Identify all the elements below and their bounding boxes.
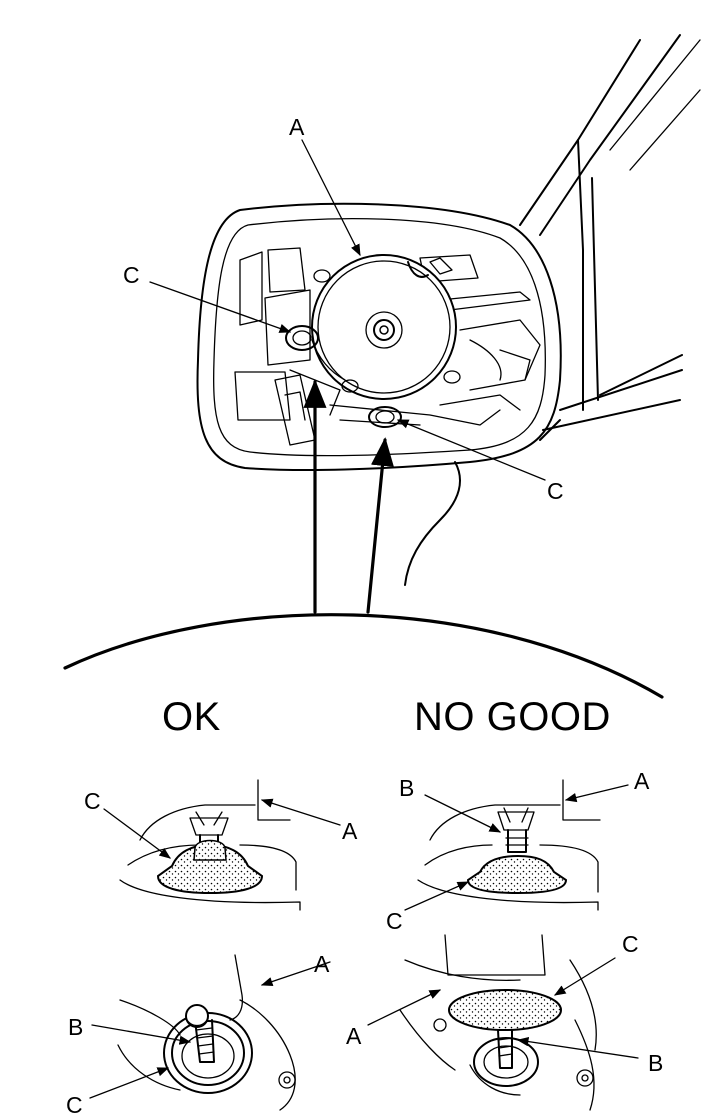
callout-ng-top-b: B bbox=[399, 775, 415, 801]
ok-bottom-detail bbox=[89, 954, 331, 1111]
callout-top-a: A bbox=[289, 114, 305, 140]
callout-ng-bottom-a: A bbox=[346, 1023, 362, 1049]
no-good-heading: NO GOOD bbox=[414, 695, 611, 739]
callout-ok-bottom-b: B bbox=[68, 1014, 84, 1040]
mirror-housing bbox=[196, 202, 562, 471]
ng-bottom-detail bbox=[367, 934, 639, 1111]
door-frame bbox=[519, 34, 701, 431]
callout-top-c-left: C bbox=[123, 262, 140, 288]
pivot-sockets bbox=[285, 325, 402, 428]
callout-ok-top-a: A bbox=[342, 818, 358, 844]
callout-ng-top-c: C bbox=[386, 908, 403, 934]
callout-ng-bottom-c: C bbox=[622, 931, 639, 957]
actuator-disc bbox=[311, 254, 461, 400]
ng-top-detail bbox=[404, 779, 629, 911]
callout-ng-bottom-b: B bbox=[648, 1050, 664, 1076]
magnifier-arc bbox=[63, 613, 664, 699]
callout-ng-top-a: A bbox=[634, 768, 650, 794]
callout-ok-top-c: C bbox=[84, 788, 101, 814]
ok-top-detail bbox=[103, 779, 341, 911]
ok-heading: OK bbox=[162, 695, 221, 739]
door-mirror-view bbox=[149, 34, 701, 614]
callout-ok-bottom-c: C bbox=[66, 1092, 83, 1118]
callout-ok-bottom-a: A bbox=[314, 951, 330, 977]
callout-top-c-right: C bbox=[547, 478, 564, 504]
mirror-internals bbox=[234, 247, 541, 446]
